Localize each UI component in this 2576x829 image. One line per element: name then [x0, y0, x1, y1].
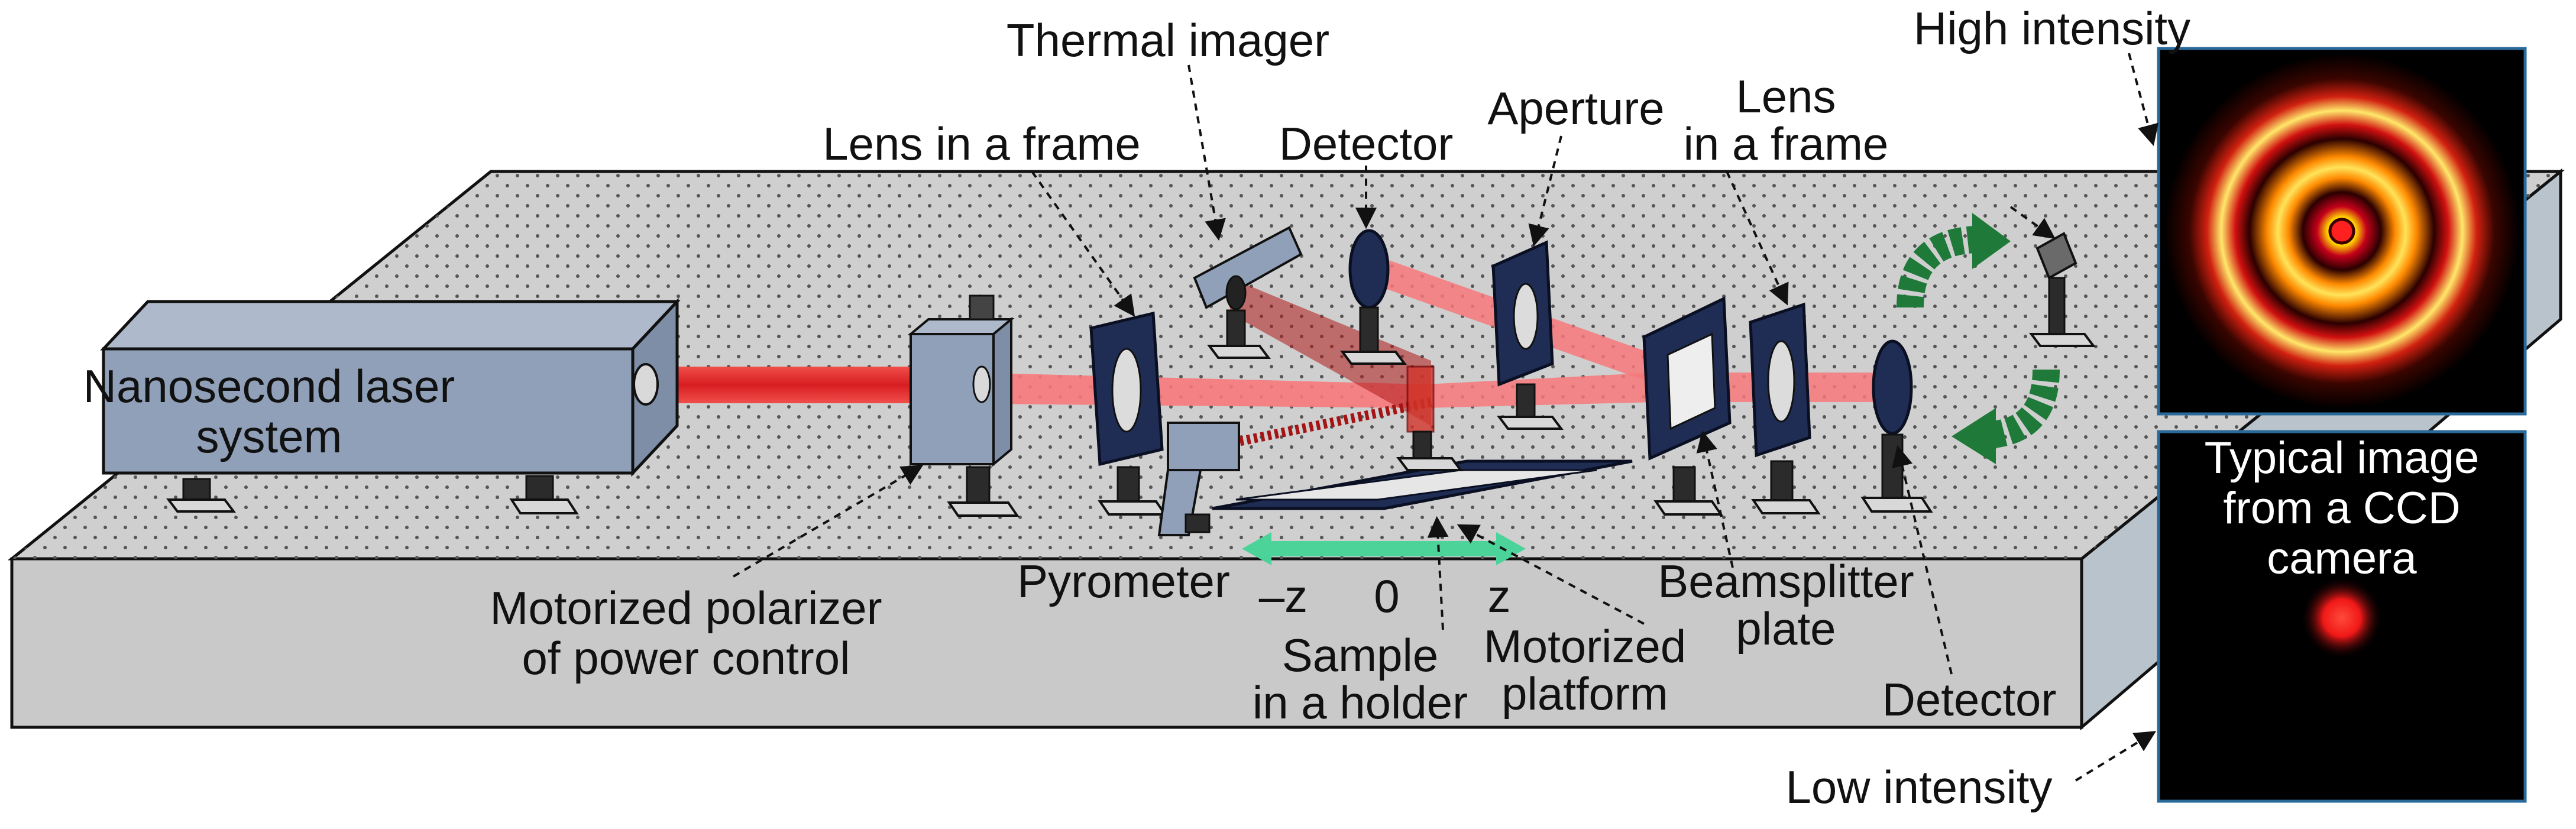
beam-laser-output [651, 367, 923, 403]
pyrometer [1157, 422, 1240, 536]
label-polarizer-line2: of power control [522, 632, 850, 684]
lens-right [1749, 302, 1821, 514]
laser-label-line2: system [196, 410, 342, 462]
label-sample-line1: Sample [1282, 629, 1438, 681]
leader-arrows [732, 53, 2158, 782]
ccd-label-line3: camera [2267, 533, 2417, 584]
label-sample-line2: in a holder [1253, 676, 1468, 728]
label-lens-left: Lens in a frame [823, 118, 1141, 170]
motorized-polarizer [907, 294, 1020, 517]
detector-right [1860, 339, 1933, 513]
nanosecond-laser: Nanosecond laser system [83, 297, 681, 514]
label-beamsplitter-line2: plate [1736, 603, 1836, 655]
label-z: z [1488, 570, 1511, 622]
beamsplitter [1642, 296, 1732, 516]
aperture [1491, 240, 1564, 430]
label-platform-line2: platform [1501, 668, 1668, 720]
ccd-label-line1: Typical image [2205, 433, 2480, 483]
label-detector-top: Detector [1279, 118, 1454, 170]
label-high-intensity: High intensity [1914, 2, 2190, 54]
ccd-label-line2: from a CCD [2223, 483, 2460, 533]
label-low-intensity: Low intensity [1786, 761, 2053, 813]
laser-label-line1: Nanosecond laser [83, 360, 455, 412]
thermal-imager-view [1230, 278, 1431, 426]
beam-after-polarizer [923, 371, 1425, 408]
label-platform-line1: Motorized [1484, 620, 1686, 672]
beam-to-splitter [1425, 373, 1656, 408]
ccd-images: Typical image from a CCD camera [2157, 47, 2527, 803]
label-beamsplitter-line1: Beamsplitter [1658, 555, 1914, 607]
ccd-camera [2029, 232, 2096, 347]
label-minus-z: –z [1259, 570, 1308, 622]
platform-arrow-left [1242, 532, 1271, 565]
label-polarizer-line1: Motorized polarizer [490, 582, 882, 634]
label-pyrometer: Pyrometer [1017, 555, 1230, 607]
motorized-platform [1212, 365, 1633, 565]
thermal-imager [1193, 226, 1303, 359]
label-zero: 0 [1374, 570, 1399, 622]
label-lens-right-line2: in a frame [1684, 118, 1889, 170]
sample-holder [1406, 365, 1435, 433]
platform-arrow-right [1496, 532, 1526, 565]
rotation-arrows [1897, 213, 2060, 464]
laser-beams [651, 254, 1886, 454]
label-aperture: Aperture [1487, 82, 1664, 134]
detector-top [1340, 229, 1407, 365]
label-detector-bottom: Detector [1882, 673, 2057, 726]
label-thermal-imager: Thermal imager [1007, 14, 1329, 66]
labels: Thermal imager Lens in a frame Detector … [490, 2, 2190, 813]
label-lens-right-line1: Lens [1736, 70, 1836, 122]
